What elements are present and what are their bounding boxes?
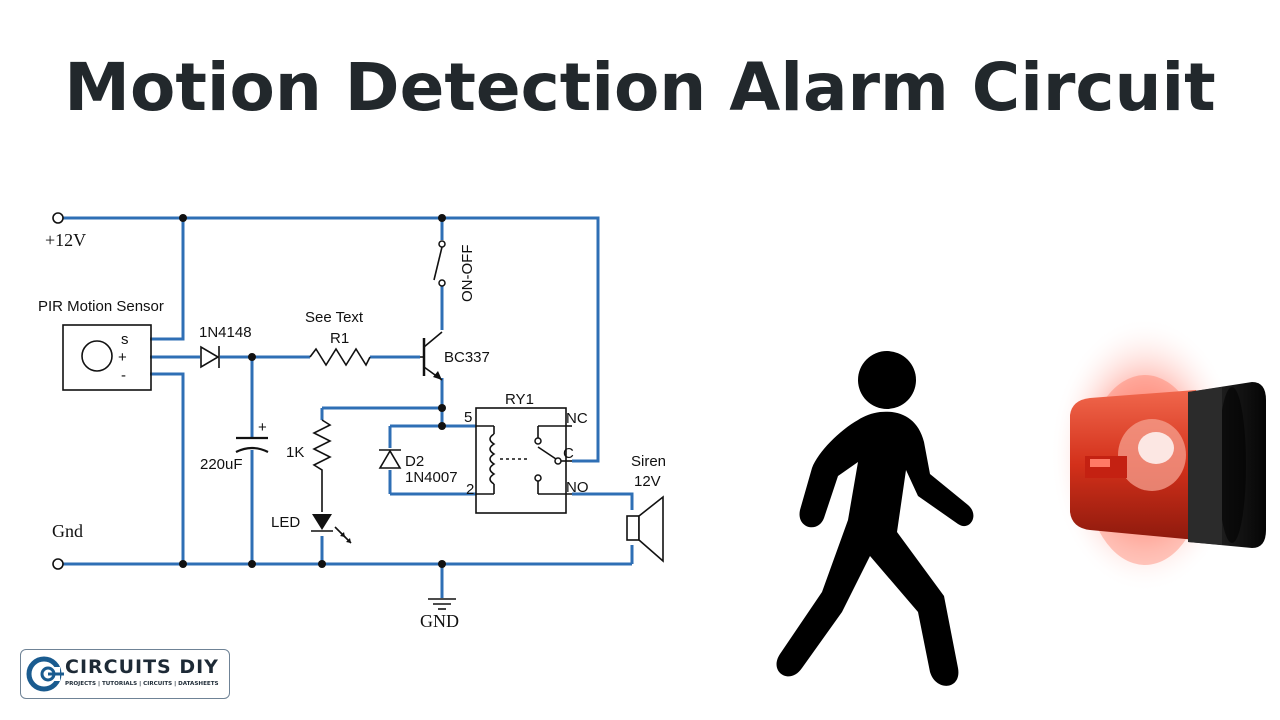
gnd-bottom-label: GND bbox=[420, 611, 459, 631]
relay-nc-label: NC bbox=[566, 410, 588, 427]
logo-tagline: PROJECTS | TUTORIALS | CIRCUITS | DATASH… bbox=[65, 681, 219, 687]
led: LED bbox=[271, 514, 352, 544]
wires bbox=[62, 216, 634, 598]
transistor-bc337: BC337 bbox=[420, 331, 490, 381]
diode-d2: D2 1N4007 bbox=[378, 449, 458, 486]
ground-symbol: GND bbox=[420, 598, 459, 631]
gnd-terminal bbox=[52, 558, 64, 570]
pir-minus-label: - bbox=[121, 367, 126, 384]
pir-sensor: PIR Motion Sensor s + - bbox=[38, 298, 164, 391]
vplus-terminal bbox=[52, 212, 64, 224]
relay-c-label: C bbox=[563, 445, 574, 462]
diode-1n4148: 1N4148 bbox=[199, 324, 252, 369]
logo-mark-icon bbox=[26, 656, 64, 692]
diode1-label: 1N4148 bbox=[199, 324, 252, 341]
r-led-label: 1K bbox=[286, 444, 304, 461]
relay-ry1: RY1 5 2 NC C NO bbox=[464, 391, 589, 514]
siren-voltage-label: 12V bbox=[634, 473, 661, 490]
led-label: LED bbox=[271, 514, 300, 531]
pir-plus-label: + bbox=[118, 349, 127, 366]
resistor-note-label: See Text bbox=[305, 309, 364, 326]
r1-label: R1 bbox=[330, 330, 349, 347]
siren-label: Siren bbox=[631, 453, 666, 470]
junction-dots bbox=[179, 214, 446, 568]
walking-person-icon bbox=[776, 351, 974, 686]
resistor-1k: 1K bbox=[286, 419, 332, 512]
gnd-left-label: Gnd bbox=[52, 521, 83, 541]
brand-logo: CIRCUITS DIY PROJECTS | TUTORIALS | CIRC… bbox=[20, 649, 230, 699]
siren-speaker: Siren 12V bbox=[626, 453, 666, 563]
capacitor-220uf: + 220uF bbox=[200, 419, 269, 473]
cap-label: 220uF bbox=[200, 456, 243, 473]
d2-part-label: 1N4007 bbox=[405, 469, 458, 486]
d2-label: D2 bbox=[405, 453, 424, 470]
switch-label: ON-OFF bbox=[459, 245, 476, 303]
cap-plus-label: + bbox=[258, 419, 267, 436]
vplus-label: +12V bbox=[45, 230, 86, 250]
resistor-r1: See Text R1 bbox=[305, 309, 371, 367]
logo-brand-text: CIRCUITS DIY bbox=[65, 656, 219, 678]
pir-s-label: s bbox=[121, 331, 129, 348]
page-title: Motion Detection Alarm Circuit bbox=[64, 49, 1216, 126]
beacon-light-icon bbox=[1050, 317, 1266, 593]
relay-label: RY1 bbox=[505, 391, 534, 408]
on-off-switch: ON-OFF bbox=[433, 240, 476, 303]
pir-label: PIR Motion Sensor bbox=[38, 298, 164, 315]
relay-pin5-label: 5 bbox=[464, 409, 472, 426]
transistor-label: BC337 bbox=[444, 349, 490, 366]
relay-no-label: NO bbox=[566, 479, 589, 496]
relay-pin2-label: 2 bbox=[466, 481, 474, 498]
